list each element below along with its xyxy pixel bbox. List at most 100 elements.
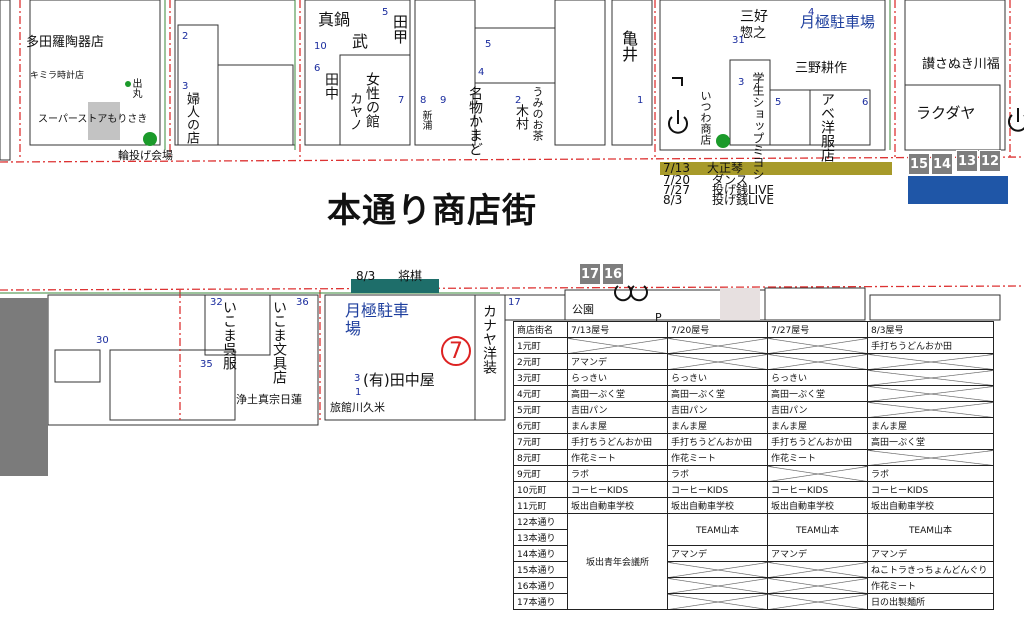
- table-cell: 高田一ぷく堂: [567, 385, 668, 402]
- table-cell: [767, 593, 868, 610]
- table-row: 15本通り ねこトラきっちょんどんぐり: [513, 561, 994, 578]
- shop-label-gakusei: 学生ショップミヨシ: [751, 72, 765, 180]
- shop-label-fukurou: 出丸: [130, 78, 141, 98]
- table-cell: コーヒーKIDS: [567, 481, 668, 498]
- row-street: 6元町: [513, 417, 568, 434]
- shop-label-ryokan: 旅館川久米: [330, 401, 385, 414]
- table-cell: [767, 561, 868, 578]
- shop-label-tsukiwami2: 月極駐車場: [345, 301, 410, 339]
- row-street: 5元町: [513, 401, 568, 418]
- table-cell: コーヒーKIDS: [667, 481, 768, 498]
- row-street-name: 本通り: [528, 582, 556, 592]
- row-street-name: 本通り: [528, 598, 556, 608]
- row-number: 6: [517, 422, 523, 432]
- block-number: 6: [314, 63, 321, 74]
- event-bar-teal: [351, 279, 439, 293]
- row-street-name: 本通り: [528, 518, 556, 528]
- table-cell: アマンデ: [767, 545, 868, 562]
- parcel: [659, 0, 886, 151]
- shop-label-tanaka: 田中: [323, 72, 339, 100]
- table-header-row: 商店街名 7/13屋号 7/20屋号 7/27屋号 8/3屋号: [513, 321, 994, 338]
- table-cell: 高田一ぷく堂: [667, 385, 768, 402]
- parcel: [204, 294, 271, 356]
- parcel: [0, 0, 11, 161]
- marker-14: 14: [931, 153, 953, 175]
- table-cell: [667, 577, 768, 594]
- table-cell: [767, 465, 868, 482]
- block-number: 6: [862, 97, 869, 108]
- power-icon: [1008, 114, 1024, 132]
- row-street: 3元町: [513, 369, 568, 386]
- row-number: 10: [517, 486, 529, 496]
- table-cell: 日の出製麺所: [867, 593, 994, 610]
- event-name: 投げ銭LIVE: [712, 183, 775, 197]
- table-cell: TEAM山本: [667, 513, 768, 546]
- block-number: 9: [440, 95, 447, 106]
- table-cell: コーヒーKIDS: [767, 481, 868, 498]
- table-cell: らっきい: [567, 369, 668, 386]
- table-cell: [867, 353, 994, 370]
- marker-13: 13: [956, 150, 978, 172]
- table-cell: TEAM山本: [867, 513, 994, 546]
- shop-label-miyoshi: 三好: [740, 9, 768, 25]
- table-row: 13本通り: [513, 529, 994, 546]
- gray-block: [720, 288, 760, 320]
- event-name: 将棋: [398, 269, 423, 283]
- table-row: 6元町まんま屋まんま屋まんま屋まんま屋: [513, 417, 994, 434]
- shop-label-den: 田甲: [391, 14, 409, 44]
- header-0727: 7/27屋号: [767, 321, 868, 338]
- row-number: 8: [517, 454, 523, 464]
- block-number: 8: [420, 95, 427, 106]
- event-name: ダンス: [712, 173, 748, 187]
- block-number: 5: [382, 7, 389, 18]
- table-cell: 手打ちうどんおか田: [767, 433, 868, 450]
- parcel: [54, 349, 101, 383]
- vendor-schedule-table: 商店街名 7/13屋号 7/20屋号 7/27屋号 8/3屋号 1元町手打ちうど…: [513, 321, 994, 610]
- shop-label-wanage: 輪投げ会場: [118, 149, 173, 162]
- table-row: 17本通り日の出製麺所: [513, 593, 994, 610]
- marker-17: 17: [579, 263, 601, 285]
- table-cell: ねこトラきっちょんどんぐり: [867, 561, 994, 578]
- row-number: 1: [517, 342, 523, 352]
- shop-label-nabe: 真鍋: [318, 10, 351, 29]
- shop-label-sanuki: 讃さぬき川福: [922, 57, 1000, 72]
- row-street: 9元町: [513, 465, 568, 482]
- shop-label-niina: 新浦: [420, 110, 431, 130]
- row-street: 12本通り: [513, 513, 568, 530]
- row-street-name: 本通り: [528, 550, 556, 560]
- parcel: [904, 84, 1001, 151]
- block-number: 5: [485, 39, 492, 50]
- row-number: 4: [517, 390, 523, 400]
- event-date: 7/13: [663, 161, 690, 175]
- shop-label-kimura2: 木村: [513, 104, 528, 130]
- event-date: 8/3: [356, 269, 376, 283]
- row-street: 15本通り: [513, 561, 568, 578]
- table-cell: アマンデ: [667, 545, 768, 562]
- table-cell: 作花ミート: [867, 577, 994, 594]
- merged-cell-seinen: 坂出青年会議所: [567, 513, 668, 610]
- row-street: 11元町: [513, 497, 568, 514]
- event-date: 7/27: [663, 183, 690, 197]
- table-cell: [867, 385, 994, 402]
- table-cell: まんま屋: [867, 417, 994, 434]
- row-street-name: 元町: [522, 422, 541, 432]
- shop-label-jodo: 浄土真宗日蓮: [236, 393, 302, 406]
- table-cell: [667, 593, 768, 610]
- shop-label-yofuku: いこま文具店: [271, 300, 287, 384]
- table-cell: 吉田パン: [567, 401, 668, 418]
- row-street: 1元町: [513, 337, 568, 354]
- table-cell: コーヒーKIDS: [867, 481, 994, 498]
- parcel: [339, 54, 411, 146]
- block-number: 4: [808, 7, 815, 18]
- block-number: 17: [508, 297, 521, 308]
- shop-label-rakudaya: ラクダヤ: [916, 104, 976, 122]
- block-number: 32: [210, 297, 223, 308]
- row-street-name: 元町: [522, 342, 541, 352]
- table-cell: まんま屋: [667, 417, 768, 434]
- shop-label-tsukiwami: 月極駐車場: [800, 13, 876, 31]
- row-number: 12: [517, 518, 529, 528]
- shop-label-abe: アベ洋服店: [819, 92, 835, 162]
- row-number: 7: [517, 438, 523, 448]
- table-cell: 作花ミート: [567, 449, 668, 466]
